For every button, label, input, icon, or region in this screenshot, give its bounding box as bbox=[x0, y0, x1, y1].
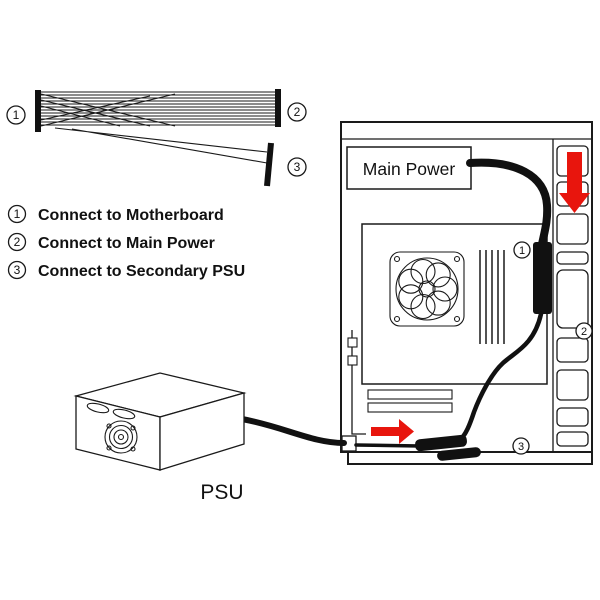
legend-item-2: 2 Connect to Main Power bbox=[7, 232, 215, 252]
legend-1-number: 1 bbox=[14, 207, 21, 221]
legend-3-number: 3 bbox=[14, 263, 21, 277]
legend-item-3: 3 Connect to Secondary PSU bbox=[7, 260, 245, 280]
legend-item-1: 1 Connect to Motherboard bbox=[7, 204, 224, 224]
legend-3-label: Connect to Secondary PSU bbox=[38, 263, 245, 280]
ribbon-connector-secondary bbox=[264, 142, 274, 187]
expansion-slots bbox=[367, 389, 453, 413]
ribbon-cable-diagram: 1 2 3 bbox=[6, 89, 307, 187]
legend-2-number: 2 bbox=[14, 235, 21, 249]
callout-3-ribbon: 3 bbox=[287, 157, 307, 177]
psu-diagram: PSU bbox=[73, 372, 347, 504]
case-base bbox=[347, 452, 593, 465]
case-callout-3-number: 3 bbox=[518, 441, 524, 453]
secondary-psu-connectors bbox=[415, 434, 481, 461]
psu-label: PSU bbox=[200, 481, 243, 504]
ram-slots bbox=[479, 250, 505, 344]
psu-cable bbox=[239, 416, 347, 446]
callout-2-ribbon: 2 bbox=[287, 102, 307, 122]
ribbon-wires bbox=[40, 91, 275, 127]
callout-3-case: 3 bbox=[512, 437, 530, 455]
cpu-fan bbox=[389, 251, 465, 327]
mounting-rail bbox=[347, 330, 366, 435]
callout-3-number: 3 bbox=[294, 160, 301, 174]
callout-1-ribbon: 1 bbox=[6, 105, 26, 125]
arrow-down-icon bbox=[559, 152, 590, 213]
callout-1-number: 1 bbox=[13, 108, 20, 122]
atx-connector bbox=[533, 242, 552, 314]
ribbon-branch-wires bbox=[54, 127, 268, 164]
legend-1-label: Connect to Motherboard bbox=[38, 207, 224, 224]
callout-2-case: 2 bbox=[575, 322, 593, 340]
psu-vents bbox=[86, 402, 136, 420]
secondary-wire bbox=[456, 311, 544, 444]
callout-2-number: 2 bbox=[294, 105, 301, 119]
callout-1-case: 1 bbox=[513, 241, 531, 259]
case-callout-1-number: 1 bbox=[519, 245, 525, 257]
computer-case-diagram: Main Power bbox=[340, 121, 593, 465]
arrow-right-icon bbox=[371, 419, 414, 444]
main-power-label: Main Power bbox=[363, 159, 456, 179]
psu-fan bbox=[104, 420, 138, 454]
case-callout-2-number: 2 bbox=[581, 326, 587, 338]
main-power-box: Main Power bbox=[346, 146, 472, 190]
legend: 1 Connect to Motherboard 2 Connect to Ma… bbox=[7, 204, 245, 280]
psu-side-face bbox=[159, 392, 245, 471]
main-power-cable bbox=[466, 158, 552, 248]
legend-2-label: Connect to Main Power bbox=[38, 235, 215, 252]
bottom-wire bbox=[354, 443, 422, 448]
